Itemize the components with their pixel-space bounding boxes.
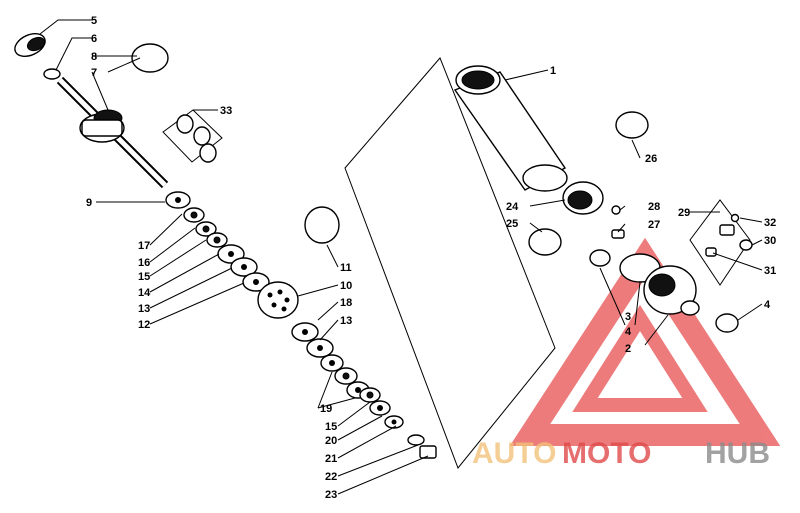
callout-31: 31: [764, 265, 776, 277]
callout-14: 14: [138, 287, 151, 299]
part-washer-stack-upper: [165, 191, 270, 292]
part-cylinder-tube: [453, 65, 568, 192]
callout-27: 27: [648, 219, 660, 231]
part-piston: [257, 281, 299, 319]
callout-26: 26: [645, 153, 657, 165]
part-band-small: [528, 228, 562, 256]
callout-29: 29: [678, 207, 690, 219]
callout-12: 12: [138, 319, 150, 331]
part-ring: [615, 111, 649, 139]
part-washer-4: [715, 313, 739, 333]
callout-3: 3: [625, 311, 631, 323]
part-end-housing: [643, 265, 700, 316]
callout-16: 16: [138, 257, 150, 269]
callout-4b: 4: [764, 299, 771, 311]
callout-19: 19: [320, 403, 332, 415]
callout-5: 5: [91, 15, 97, 27]
assembly-bracket-line: [344, 57, 556, 469]
callout-9: 9: [86, 197, 92, 209]
part-washer-stack-lower: [291, 322, 437, 459]
callout-13a: 13: [138, 303, 150, 315]
callout-1: 1: [550, 65, 556, 77]
callout-33: 33: [220, 105, 232, 117]
callout-22: 22: [325, 471, 337, 483]
callout-25: 25: [506, 218, 518, 230]
watermark-moto: MOTO: [562, 437, 651, 470]
callout-10: 10: [340, 280, 352, 292]
callout-18: 18: [340, 297, 352, 309]
callout-24: 24: [506, 201, 519, 213]
callout-15a: 15: [138, 271, 150, 283]
watermark-logo: [509, 237, 781, 446]
callout-20: 20: [325, 435, 337, 447]
part-band: [304, 206, 340, 244]
part-washer-3: [589, 249, 611, 267]
callout-labels: 5 6 8 7 33 9 17 16 15 14 13 12 11 10 18 …: [86, 15, 776, 501]
part-cap: [14, 32, 46, 58]
callout-6: 6: [91, 33, 97, 45]
part-nut: [43, 68, 61, 80]
callout-8: 8: [91, 51, 97, 63]
callout-4a: 4: [625, 326, 632, 338]
callout-30: 30: [764, 235, 776, 247]
part-ball: [611, 205, 621, 215]
callout-17: 17: [138, 240, 150, 252]
callout-23: 23: [325, 489, 337, 501]
callout-7: 7: [91, 67, 97, 79]
part-seal-ring: [131, 43, 169, 73]
watermark-text: AUTO MOTO HUB: [472, 437, 770, 470]
part-screw: [611, 229, 625, 239]
callout-28: 28: [648, 201, 660, 213]
part-valve: [705, 213, 753, 257]
watermark-auto: AUTO: [472, 437, 556, 470]
callout-21: 21: [325, 453, 337, 465]
part-bearing: [562, 181, 604, 215]
valve-bracket-line: [689, 199, 751, 286]
callout-32: 32: [764, 217, 776, 229]
callout-15b: 15: [325, 421, 337, 433]
part-shaft-head: [79, 109, 125, 143]
part-bushings: [176, 114, 217, 163]
callout-2: 2: [625, 343, 631, 355]
watermark-hub: HUB: [705, 437, 770, 470]
callout-13b: 13: [340, 315, 352, 327]
leader-lines: [39, 19, 763, 495]
callout-11: 11: [340, 262, 352, 274]
